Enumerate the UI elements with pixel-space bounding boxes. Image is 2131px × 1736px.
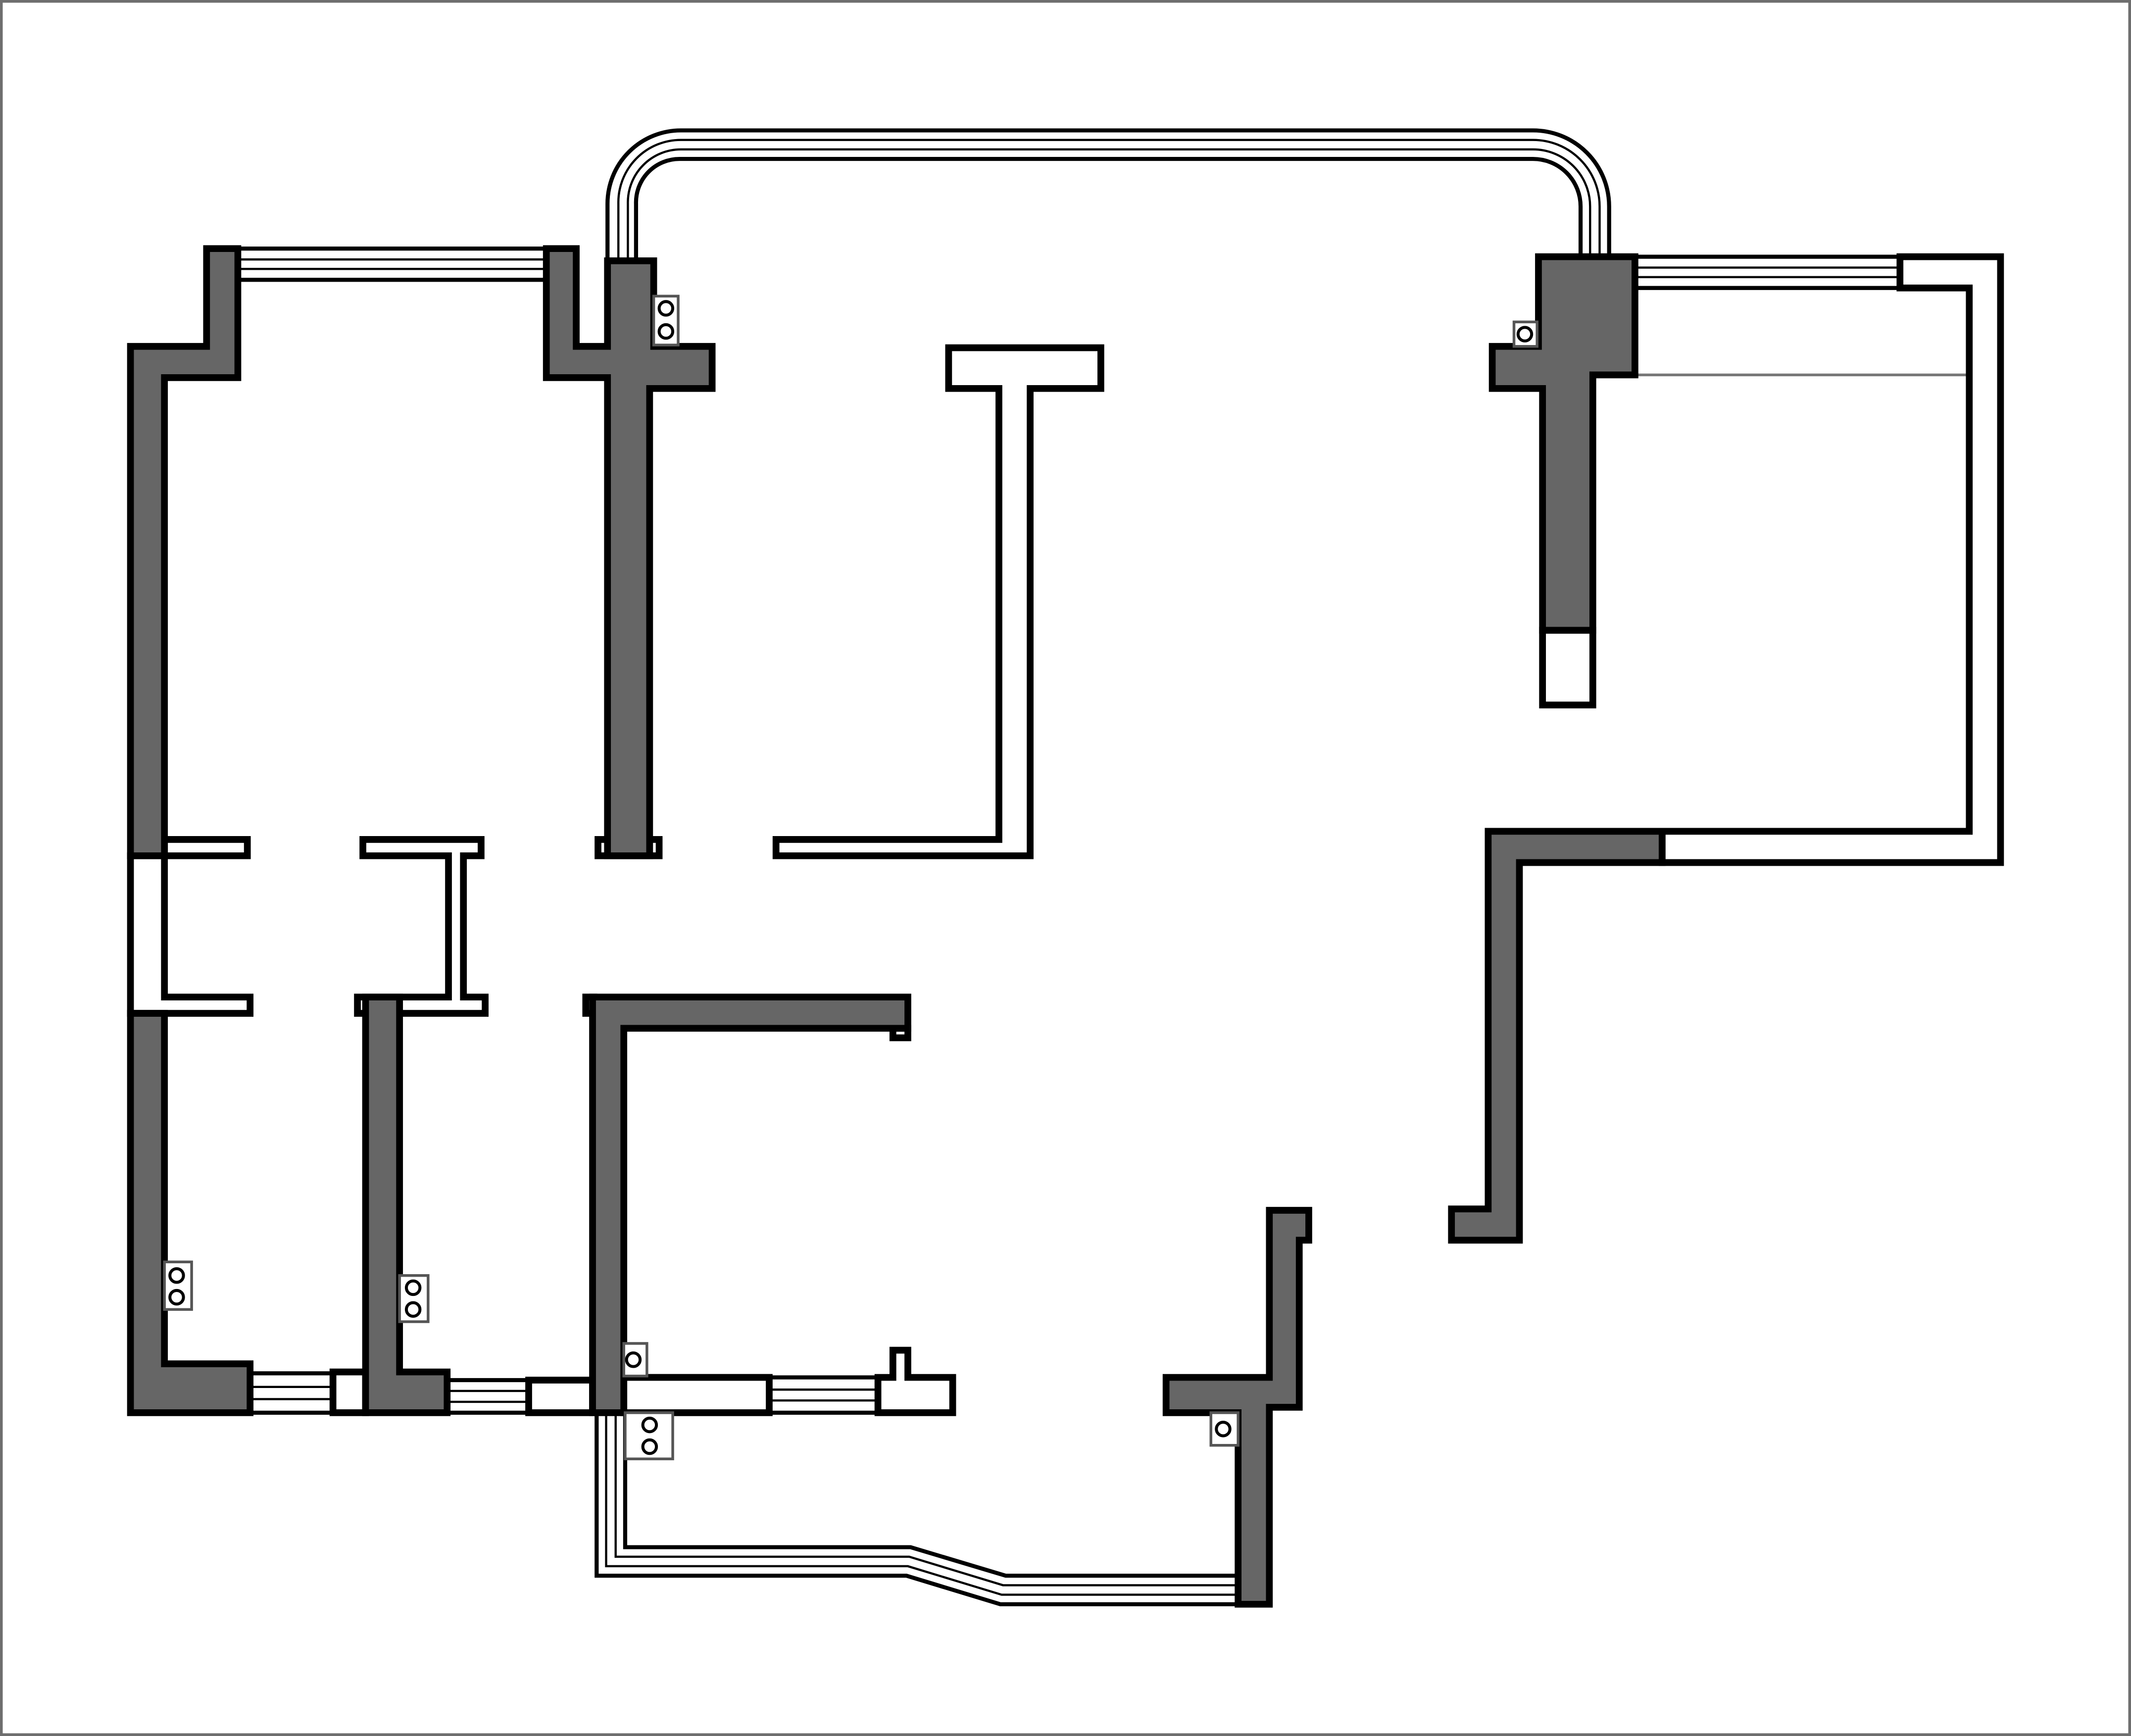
partition-wall-bottom-4 [874,1346,956,1416]
wall-bottom-right [1162,1207,1312,1608]
wall-left-lower [127,1010,254,1416]
outlet-icon [163,1260,193,1311]
wall-right-middle [1448,828,1666,1244]
wall-bedroom-divider [543,245,716,859]
outlet-icon [1209,1411,1239,1447]
window-top-left [236,247,550,282]
partition-wall-bottom-2 [525,1377,596,1416]
outlet-icon [1512,320,1538,348]
wall-left-upper [127,245,242,859]
outlet-icon [652,295,680,347]
window-top-right [1633,254,1902,290]
bay-window-bottom [595,1412,1239,1606]
wall-bathroom [589,993,911,1416]
outlet-icon [622,1342,648,1378]
window-bottom-2 [445,1378,531,1415]
partition-wall-bottom-1 [329,1368,369,1416]
partition-wall-bottom-3 [620,1374,773,1416]
outlet-icon [624,1411,674,1460]
wall-center-bottom-divider [362,993,451,1416]
bay-window-top [605,128,1611,261]
window-bottom-3 [767,1375,880,1415]
partition-wall-right-stub [1539,627,1596,709]
window-bottom-1 [248,1371,337,1415]
outlet-icon [398,1274,430,1323]
wall-right-upper [1488,253,1638,634]
partition-wall-t-center [772,344,1104,859]
partition-wall-hall-center [354,836,489,1017]
